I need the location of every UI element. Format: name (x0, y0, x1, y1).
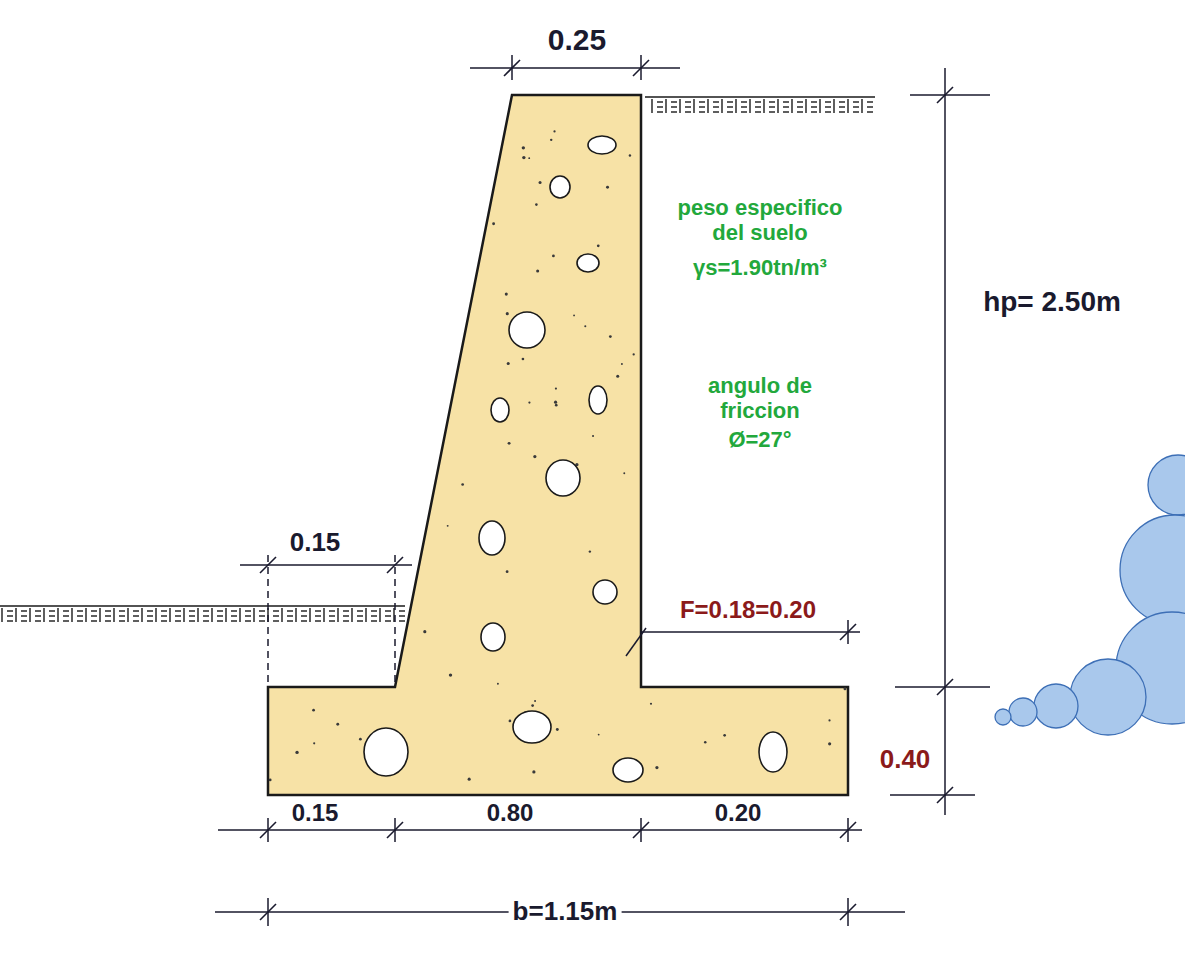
dimension-label: hp= 2.50m (983, 286, 1121, 318)
dimension-label: 0.40 (876, 745, 935, 775)
ground-surface (0, 97, 875, 606)
dimension-label: F=0.18=0.20 (676, 596, 820, 624)
soil-property-note: angulo de friccion (685, 373, 835, 424)
soil-property-note: peso especifico del suelo (668, 195, 853, 246)
dimension-lines (215, 55, 990, 926)
soil-property-value: γs=1.90tn/m³ (693, 255, 827, 280)
dimension-ticks (260, 60, 953, 920)
dimension-label: b=1.15m (509, 897, 622, 927)
soil-hatch (2, 99, 873, 622)
dimension-label: 0.15 (290, 528, 341, 558)
decorative-bubbles (995, 455, 1185, 735)
dimension-label: 0.20 (715, 799, 762, 827)
dimension-label: 0.80 (487, 799, 534, 827)
dimension-label: 0.15 (292, 799, 339, 827)
dimension-label: 0.25 (548, 23, 606, 58)
soil-property-value: Ø=27° (728, 427, 791, 452)
